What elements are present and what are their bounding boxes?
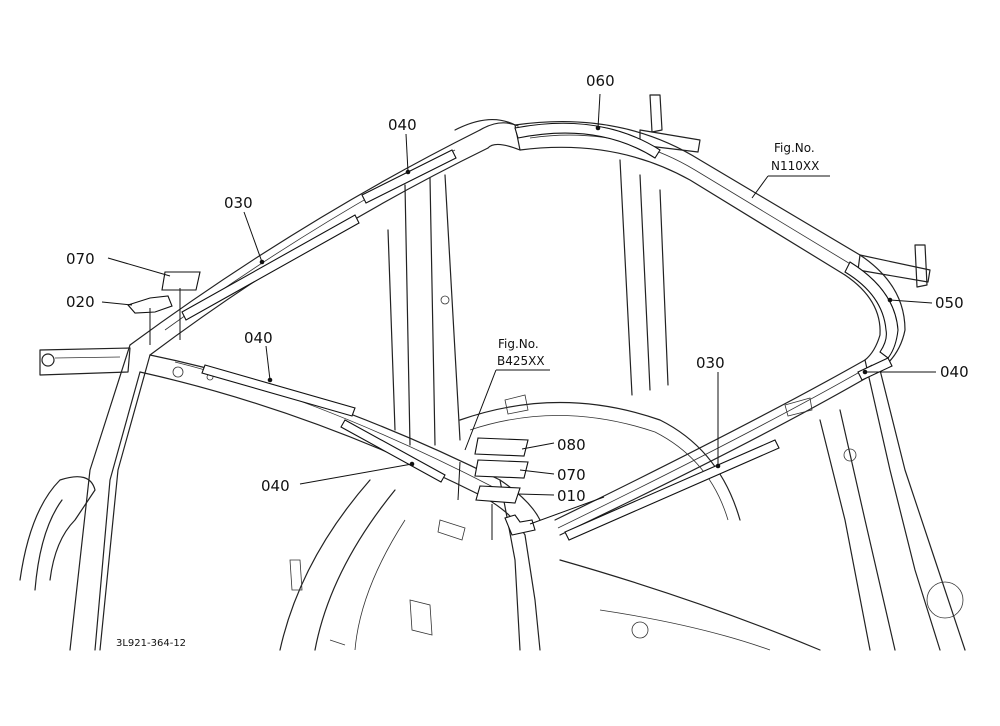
part-020-bracket [127,295,173,314]
callout-040-mid: 040 [244,329,273,347]
callout-040-right: 040 [940,363,969,381]
callout-dots [259,125,893,469]
fig-ref-n110xx: Fig.No. N110XX [771,141,819,173]
callout-040-top: 040 [388,116,417,134]
callout-010: 010 [557,487,586,505]
part-030-right-seal [564,439,780,541]
callout-080: 080 [557,436,586,454]
callout-030-left: 030 [224,194,253,212]
fig-ref-title: Fig.No. [498,337,539,351]
part-040-top-seal [361,149,457,204]
fig-ref-title: Fig.No. [774,141,815,155]
callout-050: 050 [935,294,964,312]
fig-ref-b425xx: Fig.No. B425XX [497,337,545,368]
fig-ref-number: B425XX [497,354,545,368]
part-050-seal [844,261,899,359]
part-070-left-pad [161,271,201,291]
cab-frame-drawing [19,94,966,651]
part-060-seal [514,122,661,159]
part-080-pad [474,437,529,457]
callout-060: 060 [586,72,615,90]
part-040-right-seal [857,357,893,381]
part-040-mid-seal [201,364,356,417]
leader-lines [101,93,936,540]
callout-020: 020 [66,293,95,311]
callout-030-right: 030 [696,354,725,372]
part-040-low-seal [340,419,446,483]
callout-040-low: 040 [261,477,290,495]
fig-ref-number: N110XX [771,159,819,173]
part-070-center-pad [474,459,529,479]
part-010-pad [475,485,521,504]
callout-070-left: 070 [66,250,95,268]
part-030-left-seal [181,214,360,321]
callout-labels: 060 040 030 070 020 040 040 050 040 030 … [66,72,969,505]
part-010-center-bracket [504,514,536,536]
drawing-code: 3L921-364-12 [116,638,186,649]
callout-070-center: 070 [557,466,586,484]
